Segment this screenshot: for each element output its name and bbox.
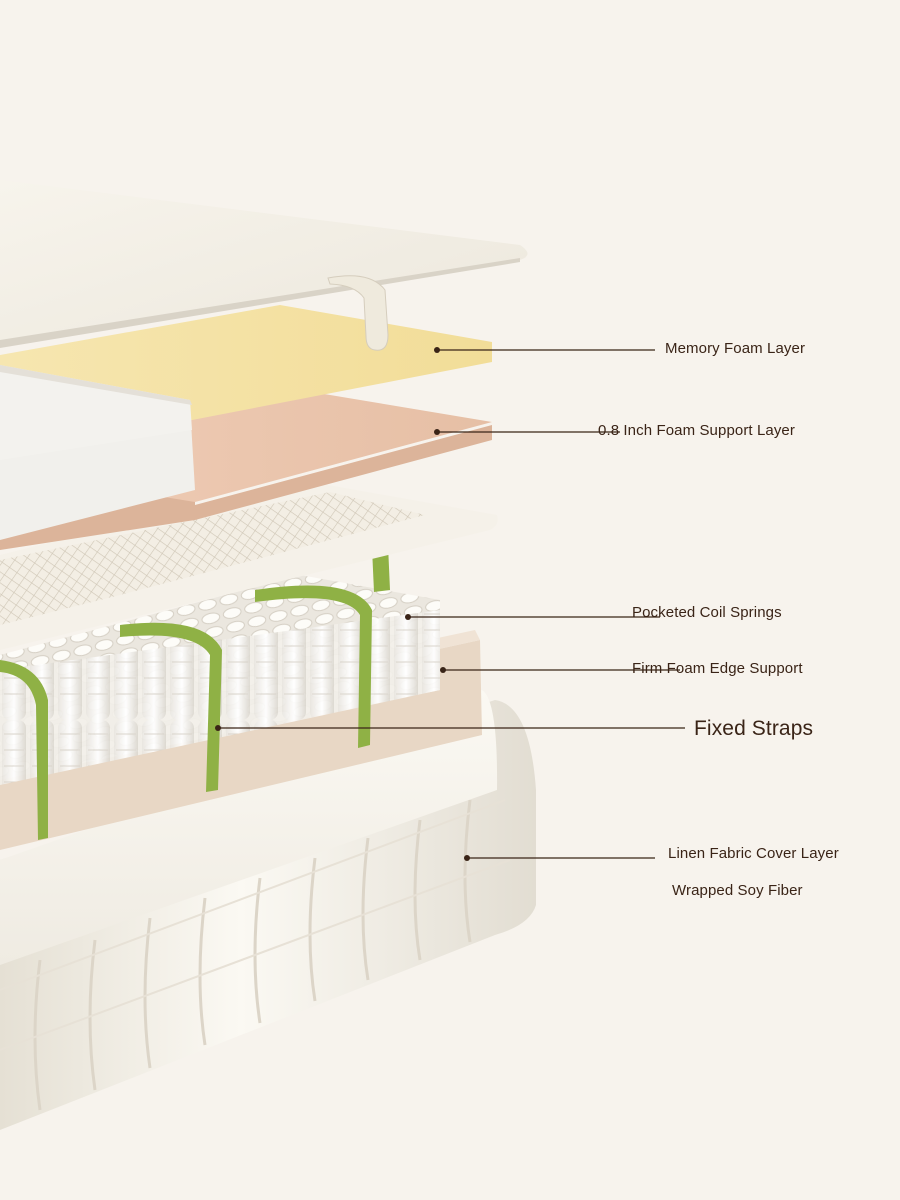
label-coil-springs: Pocketed Coil Springs bbox=[632, 604, 782, 621]
label-memory-foam: Memory Foam Layer bbox=[665, 340, 806, 357]
leader-dot-coil-springs bbox=[405, 614, 411, 620]
label-edge-support: Firm Foam Edge Support bbox=[632, 660, 803, 677]
label-support-foam: 0.8 Inch Foam Support Layer bbox=[598, 422, 795, 439]
label-linen-cover: Linen Fabric Cover Layer bbox=[668, 845, 839, 862]
top-cover-sheet bbox=[0, 180, 528, 351]
leader-lines bbox=[215, 347, 685, 861]
leader-dot-fixed-straps bbox=[215, 725, 221, 731]
label-fixed-straps: Fixed Straps bbox=[694, 717, 814, 740]
label-soy-fiber: Wrapped Soy Fiber bbox=[672, 882, 803, 899]
leader-dot-memory-foam bbox=[434, 347, 440, 353]
mesh-layer bbox=[0, 480, 498, 650]
leader-dot-edge-support bbox=[440, 667, 446, 673]
leader-dot-support-foam bbox=[434, 429, 440, 435]
support-foam-layer bbox=[0, 390, 492, 550]
leader-dot-linen-cover bbox=[464, 855, 470, 861]
